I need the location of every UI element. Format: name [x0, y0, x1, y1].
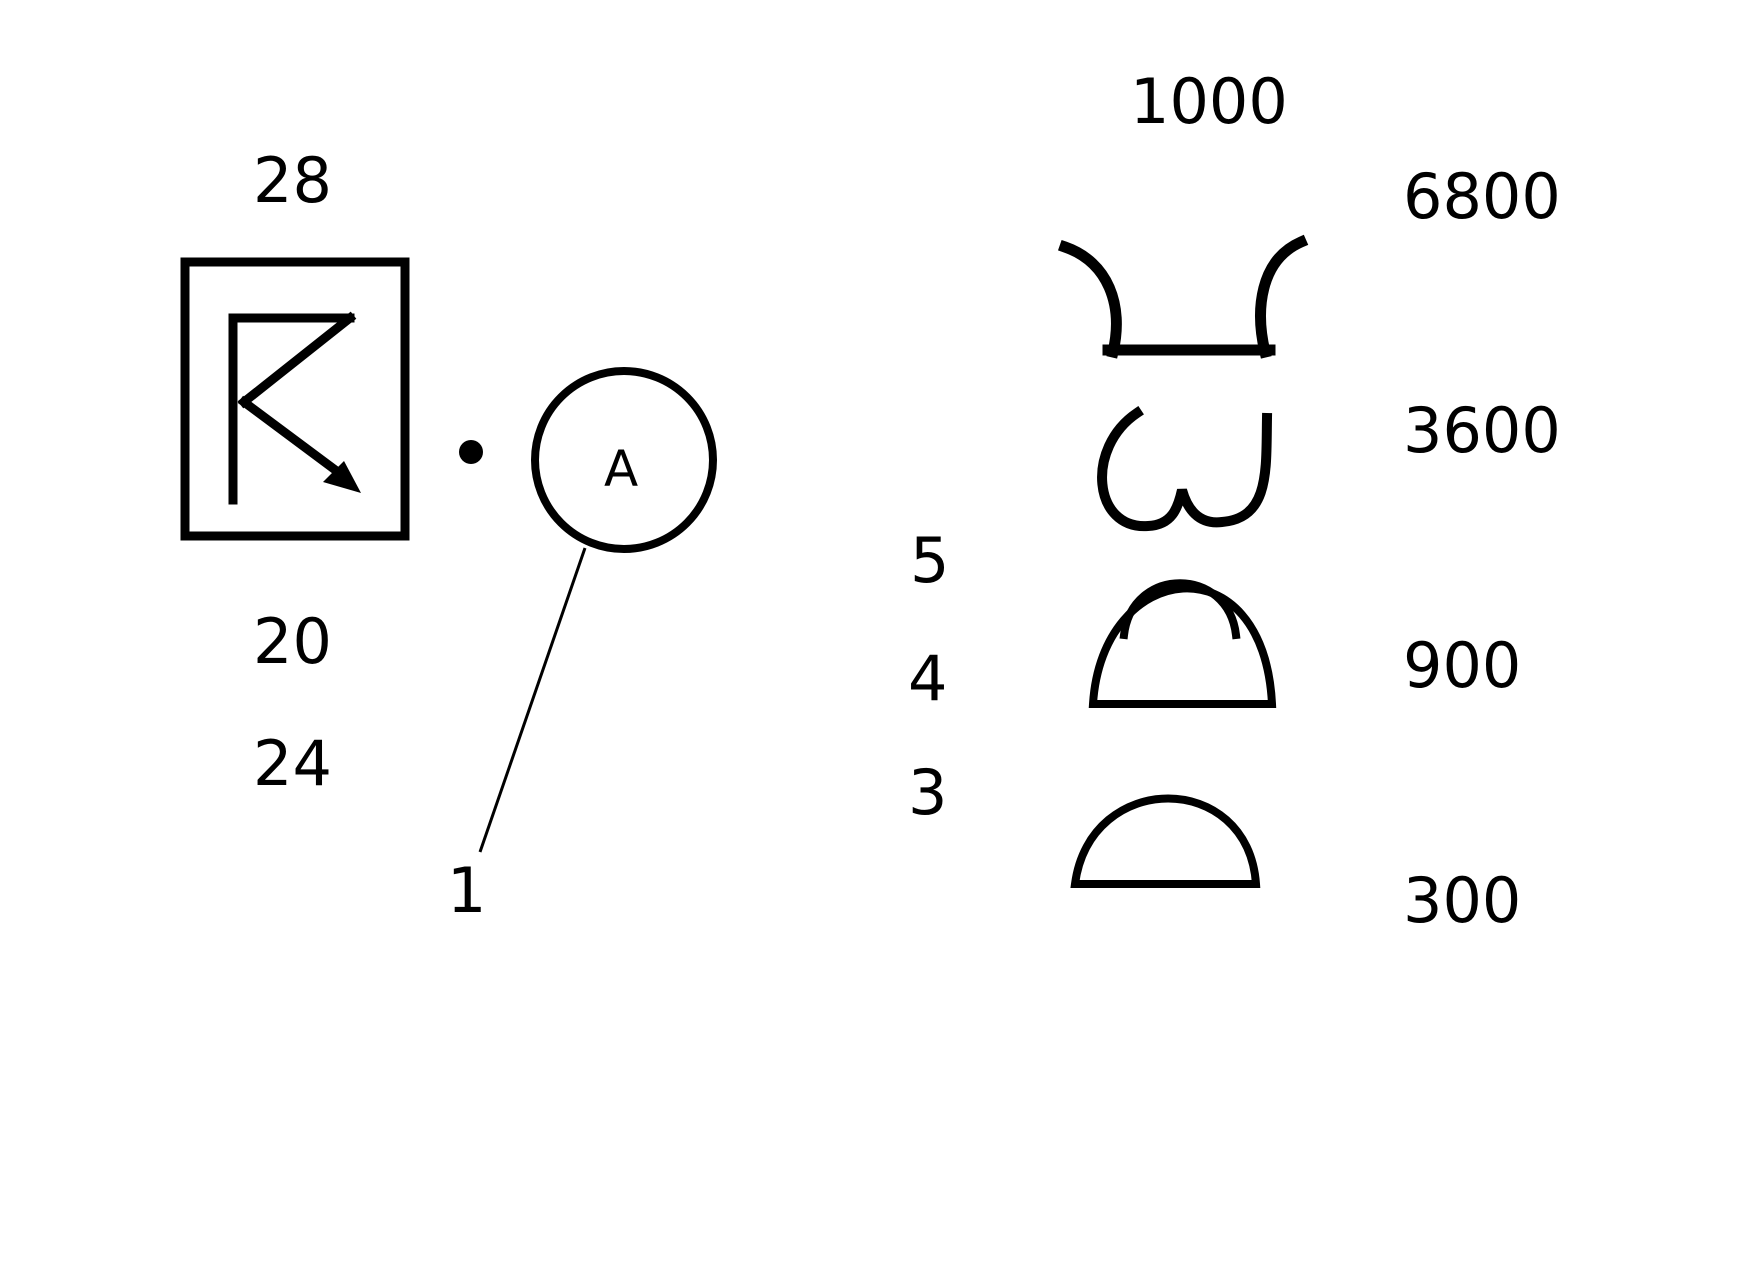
dot-icon	[459, 440, 483, 464]
value-4: 4	[908, 642, 948, 715]
double-dome-glyph	[1088, 579, 1277, 708]
value-28: 28	[253, 144, 332, 217]
boxed-flag-arrow-icon	[180, 257, 410, 541]
circle-a-icon	[531, 367, 717, 553]
value-6800: 6800	[1403, 160, 1561, 233]
value-24: 24	[253, 727, 332, 800]
value-300: 300	[1403, 864, 1522, 937]
value-900: 900	[1403, 629, 1522, 702]
value-20: 20	[253, 605, 332, 678]
horned-cup-glyph	[1057, 234, 1309, 359]
value-5: 5	[910, 524, 950, 597]
value-3: 3	[908, 756, 948, 829]
single-dome-glyph	[1070, 794, 1261, 888]
circle-letter-a: A	[604, 440, 639, 498]
value-3600: 3600	[1403, 394, 1561, 467]
value-1000: 1000	[1130, 65, 1288, 138]
leader-line	[478, 547, 587, 853]
double-loop-glyph	[1097, 406, 1273, 532]
leader-label-1: 1	[447, 854, 487, 927]
